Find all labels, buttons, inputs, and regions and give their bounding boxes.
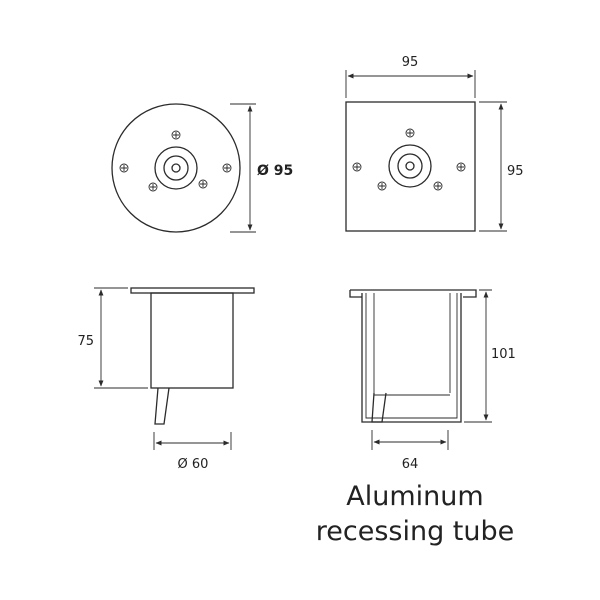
screw-icon bbox=[171, 130, 181, 140]
side-view-round: 75 Ø 60 bbox=[77, 287, 255, 472]
caption-line-2: recessing tube bbox=[316, 516, 515, 547]
screw-icon bbox=[456, 162, 466, 172]
top-view-square: 95 95 bbox=[345, 55, 524, 232]
screw-icon bbox=[148, 182, 158, 192]
square-height-label: 95 bbox=[507, 164, 524, 179]
screw-icon bbox=[198, 179, 208, 189]
screw-icon bbox=[405, 128, 415, 138]
screw-icon bbox=[377, 181, 387, 191]
round-height-label: 75 bbox=[77, 334, 94, 349]
round-width-label: Ø 60 bbox=[178, 457, 209, 472]
caption-line-1: Aluminum bbox=[346, 481, 483, 512]
top-view-round: Ø 95 bbox=[111, 103, 293, 233]
screw-icon bbox=[222, 163, 232, 173]
round-diameter-label: Ø 95 bbox=[257, 163, 293, 179]
square-width-side-label: 64 bbox=[402, 457, 419, 472]
square-width-label: 95 bbox=[402, 55, 419, 70]
side-view-square: 101 64 bbox=[349, 289, 516, 472]
square-height-side-label: 101 bbox=[491, 347, 516, 362]
screw-icon bbox=[352, 162, 362, 172]
screw-icon bbox=[433, 181, 443, 191]
screw-icon bbox=[119, 163, 129, 173]
